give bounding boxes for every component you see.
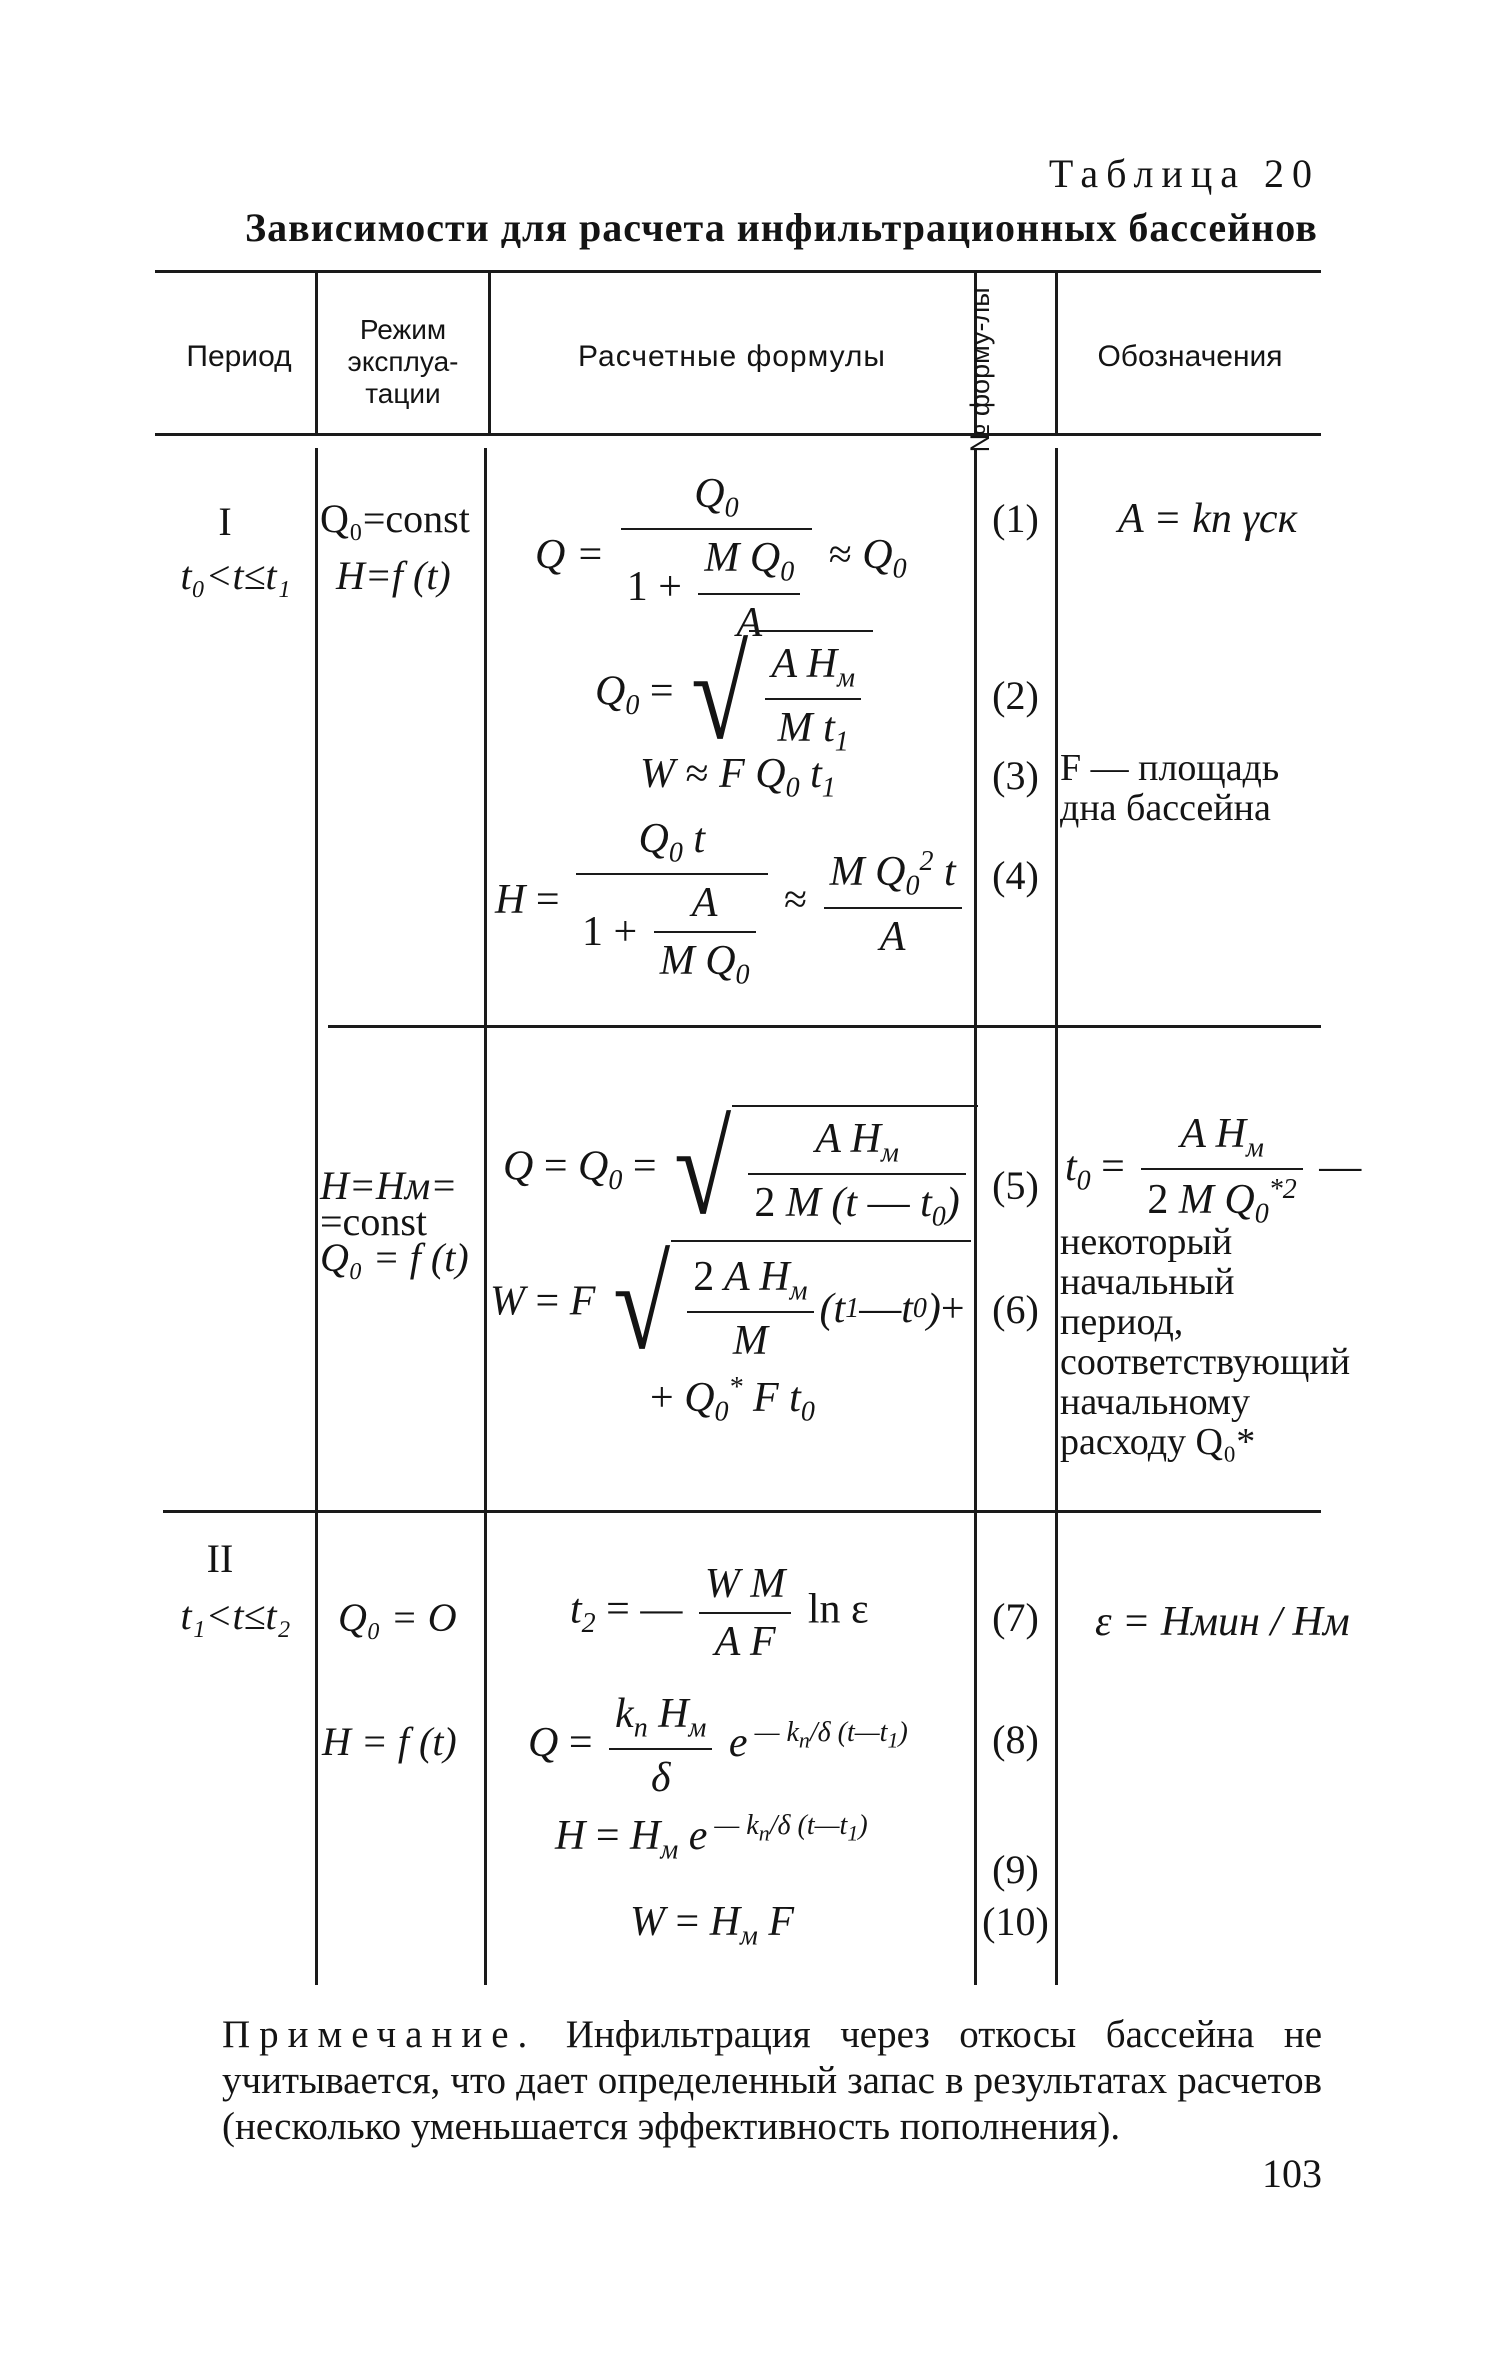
formula-number-8: (8) [992, 1717, 1039, 1762]
formula-number-5: (5) [992, 1163, 1039, 1208]
formula-number-7: (7) [992, 1595, 1039, 1640]
col-divider-3 [974, 270, 977, 433]
row2-notation-text: некоторый начальный период, соответствую… [1060, 1221, 1351, 1463]
rule-row1-bottom [328, 1025, 1321, 1028]
row3-period-range: t₁<t≤t₂ [180, 1593, 291, 1638]
formula-6-cont: + Q0* F t0 [650, 1372, 815, 1428]
formula-number-1: (1) [992, 496, 1039, 541]
formula-number-4: (4) [992, 853, 1039, 898]
col-divider-2 [488, 270, 491, 433]
row1-period-range: t₀<t≤t₁ [180, 553, 291, 598]
formula-number-3: (3) [992, 753, 1039, 798]
page-number: 103 [1262, 2151, 1322, 2196]
col-divider-1 [315, 270, 318, 433]
row1-period: I [218, 499, 232, 544]
row3-regime-2: H = f (t) [322, 1719, 457, 1764]
col-divider-1-body [315, 448, 318, 1985]
col-divider-3-body [974, 448, 977, 1985]
rule-top [155, 270, 1321, 273]
formula-3: W ≈ F Q0 t1 [640, 751, 836, 804]
row1-regime-1: Q₀=const [320, 496, 470, 541]
row2-regime-2: =const [320, 1199, 427, 1244]
note-text: Инфильтрация через откосы бассейна не уч… [222, 2013, 1323, 2148]
row3-regime-1: Q₀ = O [338, 1595, 457, 1640]
header-period: Период [186, 340, 292, 373]
row2-regime-1: H=Hм= [320, 1163, 458, 1208]
table-label: Таблица 20 [1048, 151, 1320, 196]
header-regime: Режим эксплуа-тации [347, 314, 459, 409]
header-number: № форму-лы [965, 287, 995, 453]
col-divider-4-body [1055, 448, 1058, 1985]
formula-10: W = Hм F [630, 1899, 795, 1952]
col-divider-2-body [484, 448, 487, 1985]
formula-9: H = Hм e — kп/δ (t—t1) [555, 1810, 868, 1866]
row1-notation-2: F — площадь дна бассейна [1060, 747, 1280, 829]
rule-row2-bottom [163, 1510, 1321, 1513]
row1-notation-1: A = kп γск [1118, 496, 1298, 542]
table-note: Примечание. Инфильтрация через откосы ба… [222, 2012, 1322, 2150]
note-title: Примечание. [222, 2013, 537, 2056]
header-notation: Обозначения [1097, 340, 1283, 373]
row3-notation: ε = Hмин / Hм [1095, 1599, 1350, 1645]
formula-number-2: (2) [992, 673, 1039, 718]
formula-number-6: (6) [992, 1287, 1039, 1332]
header-formulas: Расчетные формулы [578, 340, 886, 373]
formula-number-9: (9) [992, 1847, 1039, 1892]
row1-regime-2: H=f (t) [336, 553, 451, 598]
table-title: Зависимости для расчета инфильтрационных… [245, 205, 1318, 250]
row2-regime-3: Q₀ = f (t) [320, 1235, 469, 1280]
row3-period: II [206, 1536, 234, 1581]
formula-number-10: (10) [982, 1899, 1049, 1944]
rule-header-bottom [155, 433, 1321, 436]
col-divider-4 [1055, 270, 1058, 433]
